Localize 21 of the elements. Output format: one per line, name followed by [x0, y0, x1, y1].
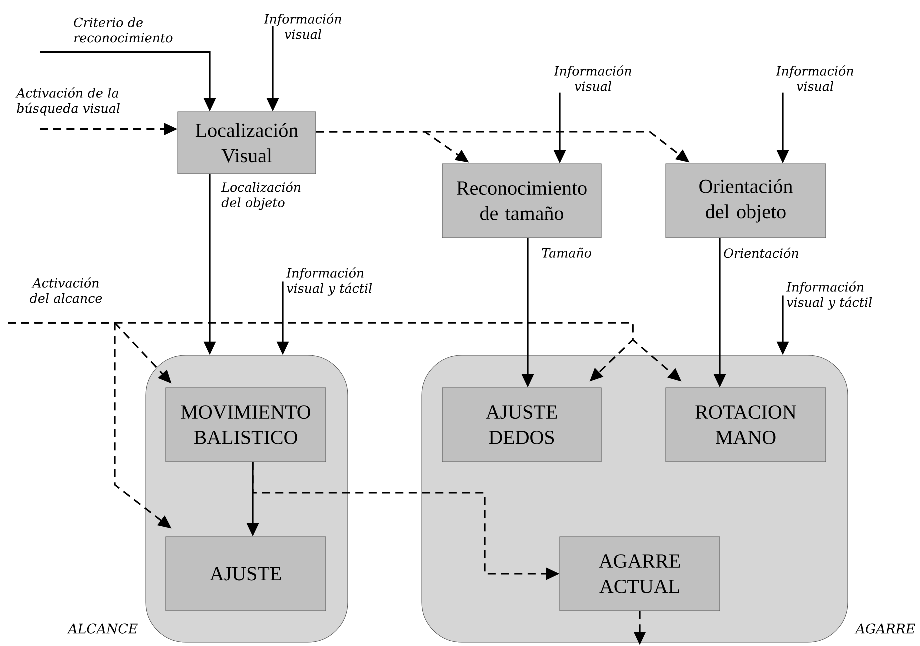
edge-label: Localización del objeto	[221, 182, 301, 210]
process-box: Localización Visual	[178, 112, 316, 174]
input-label: Información visual y táctil	[786, 282, 872, 310]
process-box: MOVIMIENTO BALISTICO	[166, 388, 326, 462]
group-label: AGARRE	[854, 624, 916, 634]
input-label: Activación del alcance	[30, 278, 102, 304]
process-box: AJUSTE	[166, 536, 326, 612]
input-label: Criterio de reconocimiento	[74, 18, 173, 43]
process-box: AGARRE ACTUAL	[560, 536, 720, 612]
group-label: ALCANCE	[67, 624, 138, 634]
process-box: Reconocimiento de tamaño	[442, 164, 602, 238]
process-box: AJUSTE DEDOS	[442, 388, 602, 462]
input-label: Información visual	[264, 14, 342, 40]
process-box: ROTACION MANO	[666, 388, 826, 462]
input-label: Información visual	[554, 66, 632, 92]
input-label: Activación de la búsqueda visual	[16, 88, 120, 116]
input-label: Información visual y táctil	[286, 268, 372, 296]
process-box: Orientación del objeto	[666, 164, 826, 238]
edge-label: Orientación	[724, 248, 798, 258]
input-label: Información visual	[776, 66, 854, 92]
edge-label: Tamaño	[542, 248, 592, 258]
